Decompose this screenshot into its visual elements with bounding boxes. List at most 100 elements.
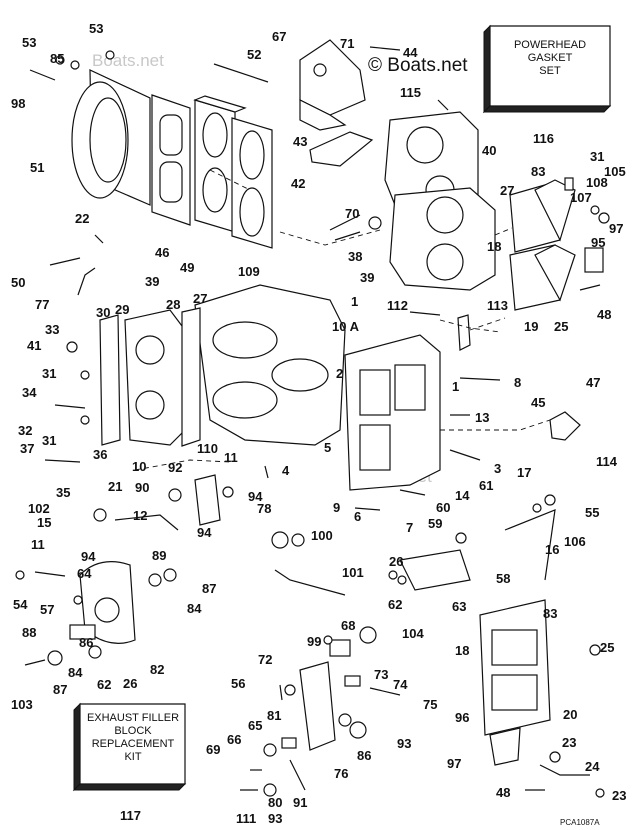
- callout-44[interactable]: 44: [403, 45, 418, 60]
- callout-77[interactable]: 77: [35, 297, 49, 312]
- callout-64[interactable]: 64: [77, 566, 92, 581]
- callout-112[interactable]: 112: [387, 298, 408, 313]
- reed-assembly-18[interactable]: [509, 179, 576, 311]
- head-gasket-27[interactable]: [389, 187, 496, 291]
- callout-12[interactable]: 12: [133, 508, 147, 523]
- callout-58[interactable]: 58: [496, 571, 510, 586]
- callout-47[interactable]: 47: [586, 375, 600, 390]
- callout-104[interactable]: 104: [402, 626, 424, 641]
- callout-26a[interactable]: 26: [389, 554, 403, 569]
- callout-82[interactable]: 82: [150, 662, 164, 677]
- callout-94c[interactable]: 94: [81, 549, 96, 564]
- gasket-30[interactable]: [99, 314, 121, 446]
- callout-103[interactable]: 103: [11, 697, 33, 712]
- callout-93b[interactable]: 93: [268, 811, 282, 826]
- callout-40[interactable]: 40: [482, 143, 496, 158]
- callout-62a[interactable]: 62: [388, 597, 402, 612]
- callout-116[interactable]: 116: [533, 131, 554, 146]
- callout-60[interactable]: 60: [436, 500, 450, 515]
- callout-39b[interactable]: 39: [360, 270, 374, 285]
- callout-52[interactable]: 52: [247, 47, 261, 62]
- callout-97[interactable]: 97: [609, 221, 623, 236]
- callout-53a[interactable]: 53: [89, 21, 103, 36]
- callout-28[interactable]: 28: [166, 297, 180, 312]
- callout-105[interactable]: 105: [604, 164, 626, 179]
- callout-85[interactable]: 85: [50, 51, 64, 66]
- callout-42[interactable]: 42: [291, 176, 305, 191]
- callout-46[interactable]: 46: [155, 245, 169, 260]
- callout-95[interactable]: 95: [591, 235, 605, 250]
- callout-56[interactable]: 56: [231, 676, 245, 691]
- callout-106[interactable]: 106: [564, 534, 586, 549]
- callout-93a[interactable]: 93: [397, 736, 411, 751]
- bolt-52[interactable]: [213, 63, 269, 83]
- part-104[interactable]: [359, 626, 377, 644]
- callout-57[interactable]: 57: [40, 602, 54, 617]
- callout-84b[interactable]: 84: [68, 665, 83, 680]
- callout-19[interactable]: 19: [524, 319, 538, 334]
- callout-34[interactable]: 34: [22, 385, 37, 400]
- callout-83b[interactable]: 83: [543, 606, 557, 621]
- callout-11a[interactable]: 11: [224, 450, 238, 465]
- callout-1b[interactable]: 1: [452, 379, 459, 394]
- bracket-71[interactable]: [299, 39, 366, 131]
- callout-91[interactable]: 91: [293, 795, 307, 810]
- bypass-cover-20[interactable]: [479, 599, 551, 736]
- callout-31b[interactable]: 31: [42, 366, 56, 381]
- callout-10a[interactable]: 10 A: [332, 319, 360, 334]
- callout-70[interactable]: 70: [345, 206, 359, 221]
- callout-8[interactable]: 8: [514, 375, 521, 390]
- callout-53b[interactable]: 53: [22, 35, 36, 50]
- callout-49[interactable]: 49: [180, 260, 194, 275]
- callout-36[interactable]: 36: [93, 447, 107, 462]
- callout-90[interactable]: 90: [135, 480, 149, 495]
- callout-51[interactable]: 51: [30, 160, 44, 175]
- callout-84a[interactable]: 84: [187, 601, 202, 616]
- gasket-42[interactable]: [309, 131, 374, 167]
- callout-23a[interactable]: 23: [562, 735, 576, 750]
- callout-18b[interactable]: 18: [455, 643, 469, 658]
- callout-97b[interactable]: 97: [447, 756, 461, 771]
- callout-87a[interactable]: 87: [202, 581, 216, 596]
- callout-23b[interactable]: 23: [612, 788, 626, 803]
- callout-59[interactable]: 59: [428, 516, 442, 531]
- callout-25b[interactable]: 25: [600, 640, 614, 655]
- callout-35[interactable]: 35: [56, 485, 70, 500]
- exhaust-plate-49[interactable]: [193, 95, 247, 233]
- bracket-78[interactable]: [194, 474, 221, 526]
- powerhead-gasket-set-box[interactable]: POWERHEAD GASKET SET: [482, 24, 612, 114]
- callout-80[interactable]: 80: [268, 795, 282, 810]
- cylinder-head-28[interactable]: [124, 309, 186, 446]
- callout-113[interactable]: 113: [487, 298, 508, 313]
- sensor-45[interactable]: [549, 411, 581, 441]
- callout-20[interactable]: 20: [563, 707, 577, 722]
- callout-16[interactable]: 16: [545, 542, 559, 557]
- callout-100[interactable]: 100: [311, 528, 333, 543]
- callout-72[interactable]: 72: [258, 652, 272, 667]
- callout-43[interactable]: 43: [293, 134, 307, 149]
- callout-61[interactable]: 61: [479, 478, 493, 493]
- callout-21[interactable]: 21: [108, 479, 122, 494]
- callout-29[interactable]: 29: [115, 302, 129, 317]
- callout-55[interactable]: 55: [585, 505, 599, 520]
- hose-89[interactable]: [114, 514, 179, 531]
- callout-1a[interactable]: 1: [351, 294, 358, 309]
- callout-33[interactable]: 33: [45, 322, 59, 337]
- callout-4[interactable]: 4: [282, 463, 290, 478]
- crankcase-half-1[interactable]: [344, 334, 441, 491]
- callout-67[interactable]: 67: [272, 29, 286, 44]
- callout-32[interactable]: 32: [18, 423, 32, 438]
- arm-76[interactable]: [299, 661, 336, 751]
- bracket-63[interactable]: [399, 549, 471, 591]
- callout-96[interactable]: 96: [455, 710, 469, 725]
- callout-94a[interactable]: 94: [248, 489, 263, 504]
- callout-26b[interactable]: 26: [123, 676, 137, 691]
- part-68[interactable]: [329, 639, 351, 657]
- callout-13[interactable]: 13: [475, 410, 489, 425]
- callout-48a[interactable]: 48: [597, 307, 611, 322]
- callout-62b[interactable]: 62: [97, 677, 111, 692]
- link-101[interactable]: [274, 569, 346, 596]
- callout-73[interactable]: 73: [374, 667, 388, 682]
- part-95[interactable]: [584, 247, 604, 273]
- callout-66[interactable]: 66: [227, 732, 241, 747]
